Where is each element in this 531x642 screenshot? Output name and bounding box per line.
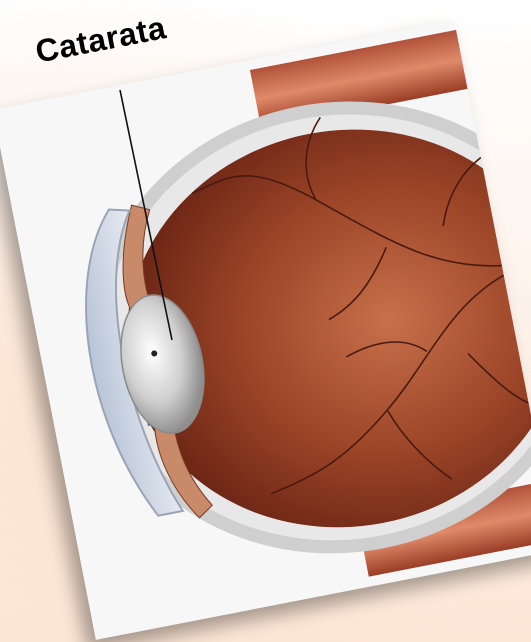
eye-illustration-card — [0, 20, 531, 640]
eye-cross-section-illustration — [0, 20, 531, 640]
